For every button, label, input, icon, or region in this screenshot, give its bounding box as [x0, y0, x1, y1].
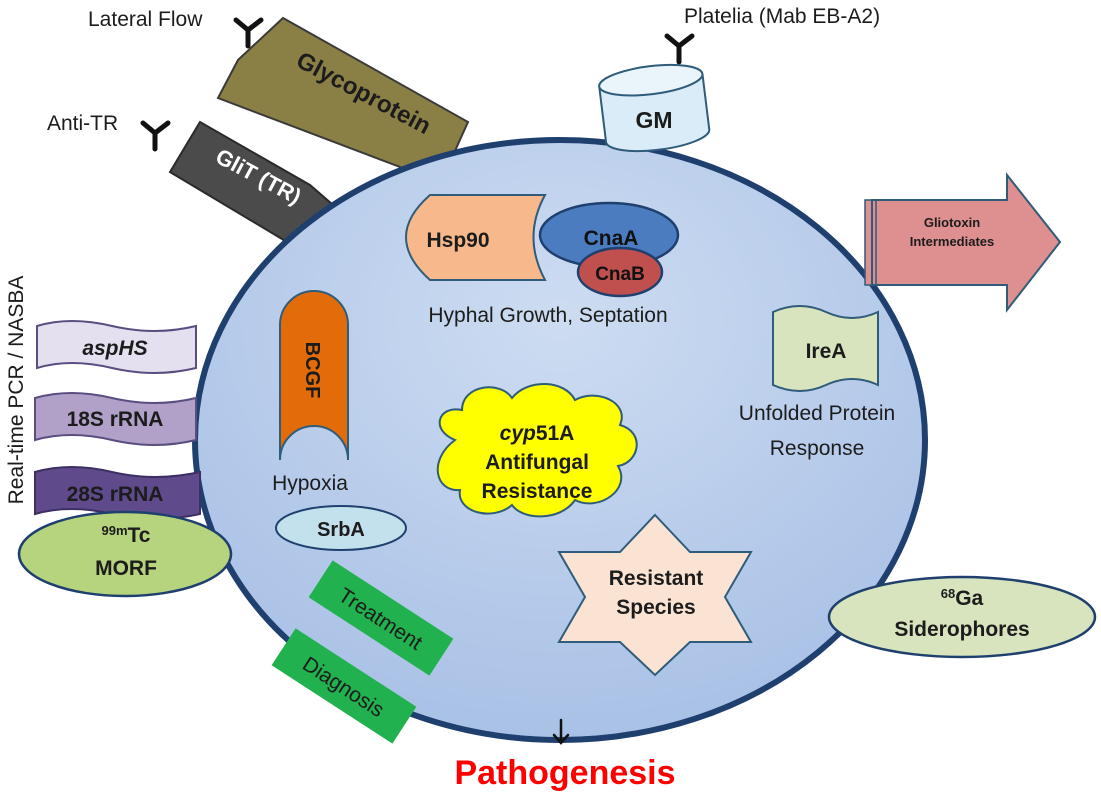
platelia-label: Platelia (Mab EB-A2) — [684, 5, 880, 28]
antifungal-label-line2: Resistance — [482, 480, 593, 503]
lateral-flow-label: Lateral Flow — [88, 8, 203, 31]
cyp51a-label: cyp51A — [500, 422, 575, 445]
irea-shape: IreA — [772, 305, 879, 392]
18s-rrna-banner: 18S rRNA — [34, 392, 197, 446]
cnab-shape: CnaB — [576, 246, 664, 298]
antibody-icon — [140, 120, 171, 152]
pcr-vertical-label: Real-time PCR / NASBA — [5, 276, 28, 505]
resistant-label-line2: Species — [616, 596, 695, 619]
srba-label: SrbA — [317, 519, 365, 541]
irea-label: IreA — [806, 340, 847, 363]
ga-siderophores-ellipse: 68Ga Siderophores — [827, 575, 1097, 659]
tc-morf-ellipse: 99mTc MORF — [17, 510, 233, 598]
siderophores-label: Siderophores — [894, 618, 1029, 641]
upr-label-line2: Response — [770, 437, 865, 460]
antifungal-label-line1: Antifungal — [485, 451, 589, 474]
morf-label: MORF — [95, 557, 157, 580]
gliotoxin-label-line1: Gliotoxin — [924, 215, 980, 230]
ga-label: 68Ga — [941, 586, 984, 610]
antibody-icon — [233, 17, 264, 49]
gm-label: GM — [635, 107, 672, 133]
srba-shape: SrbA — [275, 505, 407, 551]
pathogenesis-label: Pathogenesis — [454, 754, 675, 792]
cnab-label: CnaB — [595, 264, 645, 285]
upr-label-line1: Unfolded Protein — [739, 402, 895, 425]
resistant-species-star: Resistant Species — [557, 513, 753, 677]
28s-rrna-label: 28S rRNA — [67, 483, 164, 506]
antibody-icon — [664, 33, 695, 65]
hsp90-shape: Hsp90 — [405, 194, 547, 281]
gliotoxin-arrow: Gliotoxin Intermediates — [864, 172, 1062, 313]
hyphal-growth-label: Hyphal Growth, Septation — [428, 304, 667, 327]
bcgf-label: BCGF — [301, 342, 323, 399]
asphs-label: aspHS — [82, 337, 147, 360]
gm-cylinder: GM — [598, 63, 711, 153]
resistant-label-line1: Resistant — [609, 567, 704, 590]
hypoxia-label: Hypoxia — [272, 472, 348, 495]
hsp90-label: Hsp90 — [426, 229, 489, 252]
down-arrow-icon — [552, 718, 570, 745]
glycoprotein-arrow: Glycoprotein — [216, 16, 470, 172]
asphs-banner: aspHS — [36, 320, 197, 374]
tc-label: 99mTc — [102, 523, 151, 547]
cyp51a-cloud: cyp51A Antifungal Resistance — [436, 383, 638, 518]
gliotoxin-label-line2: Intermediates — [910, 234, 995, 249]
28s-rrna-banner: 28S rRNA — [34, 466, 201, 520]
cnaa-label: CnaA — [584, 227, 639, 250]
18s-rrna-label: 18S rRNA — [67, 408, 164, 431]
bcgf-shape: BCGF — [279, 290, 349, 461]
anti-tr-label: Anti-TR — [47, 112, 118, 135]
